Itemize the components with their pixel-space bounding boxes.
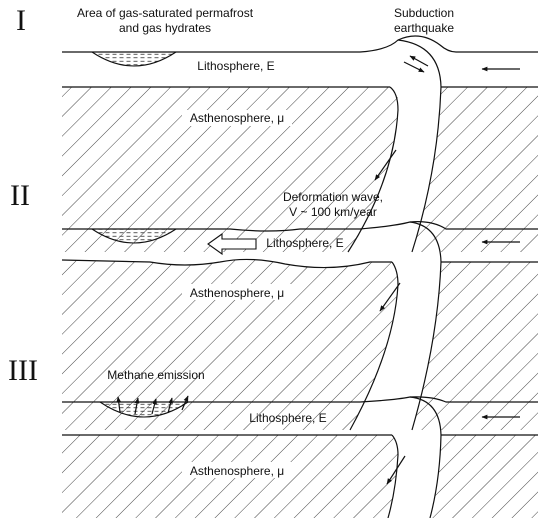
panel-ii: II Lithosphere, E Asthenosphere, μ Defor… [10,179,538,431]
asthenosphere-right-region [412,87,538,252]
panel-numeral: II [10,179,30,212]
asthenosphere-right-region [412,262,538,430]
permafrost-basin [90,51,178,67]
lithosphere-label: Lithosphere, E [266,236,343,250]
slab-lower-edge [347,86,399,253]
asthenosphere-left-region [62,87,398,252]
slab-sink-arrow [379,282,401,312]
permafrost-label-line1: Area of gas-saturated permafrost [77,6,254,20]
slab-upper-edge [397,39,442,253]
panel-numeral: I [16,4,26,37]
lithosphere-label: Lithosphere, E [249,411,326,425]
wave-label-line1: Deformation wave, [283,190,383,204]
lithosphere-base-line [61,258,392,269]
asthenosphere-label: Asthenosphere, μ [190,286,284,300]
fault-slip-arrow-2 [409,55,429,67]
permafrost-label-line2: and gas hydrates [119,21,211,35]
earthquake-label-line1: Subduction [394,6,454,20]
permafrost-basin [90,228,178,244]
slab-upper-edge [409,396,442,519]
methane-arrows [116,395,189,415]
panel-iii: III Lithosphere, E Asthenosphere, μ Meth… [8,354,538,519]
asthenosphere-label: Asthenosphere, μ [190,464,284,478]
methane-label: Methane emission [107,368,204,382]
slab-lower-edge [349,261,399,431]
lithosphere-label: Lithosphere, E [197,59,274,73]
asthenosphere-right-region [430,435,538,518]
surface-line [62,221,538,232]
panel-numeral: III [8,354,38,387]
panel-i: I Lithosphere, E Asthenosphere, μ Area o… [16,4,538,253]
wave-label-line2: V ~ 100 km/year [289,205,377,219]
slab-upper-edge [409,221,442,431]
deformation-wave-arrow [207,232,257,256]
surface-line [62,35,538,53]
earthquake-label-line2: earthquake [394,21,454,35]
slab-sink-arrow [386,455,406,485]
asthenosphere-label: Asthenosphere, μ [190,111,284,125]
slab-lower-edge [387,434,399,519]
fault-slip-arrow-1 [403,61,425,73]
slab-sink-arrow [374,149,397,181]
asthenosphere-left-region [62,259,398,430]
